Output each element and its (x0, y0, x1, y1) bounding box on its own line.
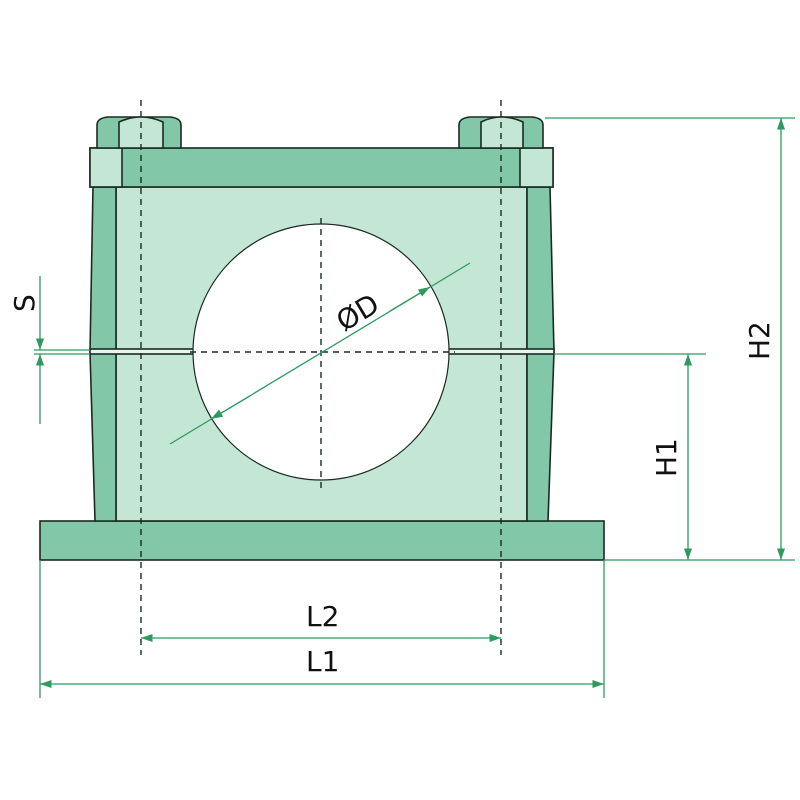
left-nut (96, 116, 182, 149)
left-washer (89, 147, 123, 188)
l1-label: L1 (306, 645, 339, 678)
s-dimension: S (8, 276, 90, 424)
right-nut (458, 116, 544, 149)
base-plate (39, 520, 605, 561)
h1-dimension: H1 (554, 353, 795, 561)
h2-dimension: H2 (545, 117, 795, 560)
h1-label: H1 (650, 438, 683, 477)
right-washer (519, 147, 554, 188)
l2-dimension: L2 (141, 600, 501, 643)
clamp-body (89, 186, 555, 522)
top-plate (89, 147, 554, 188)
h2-label: H2 (743, 321, 776, 360)
l2-label: L2 (306, 600, 339, 633)
l1-dimension: L1 (39, 560, 605, 698)
s-label: S (8, 294, 41, 312)
